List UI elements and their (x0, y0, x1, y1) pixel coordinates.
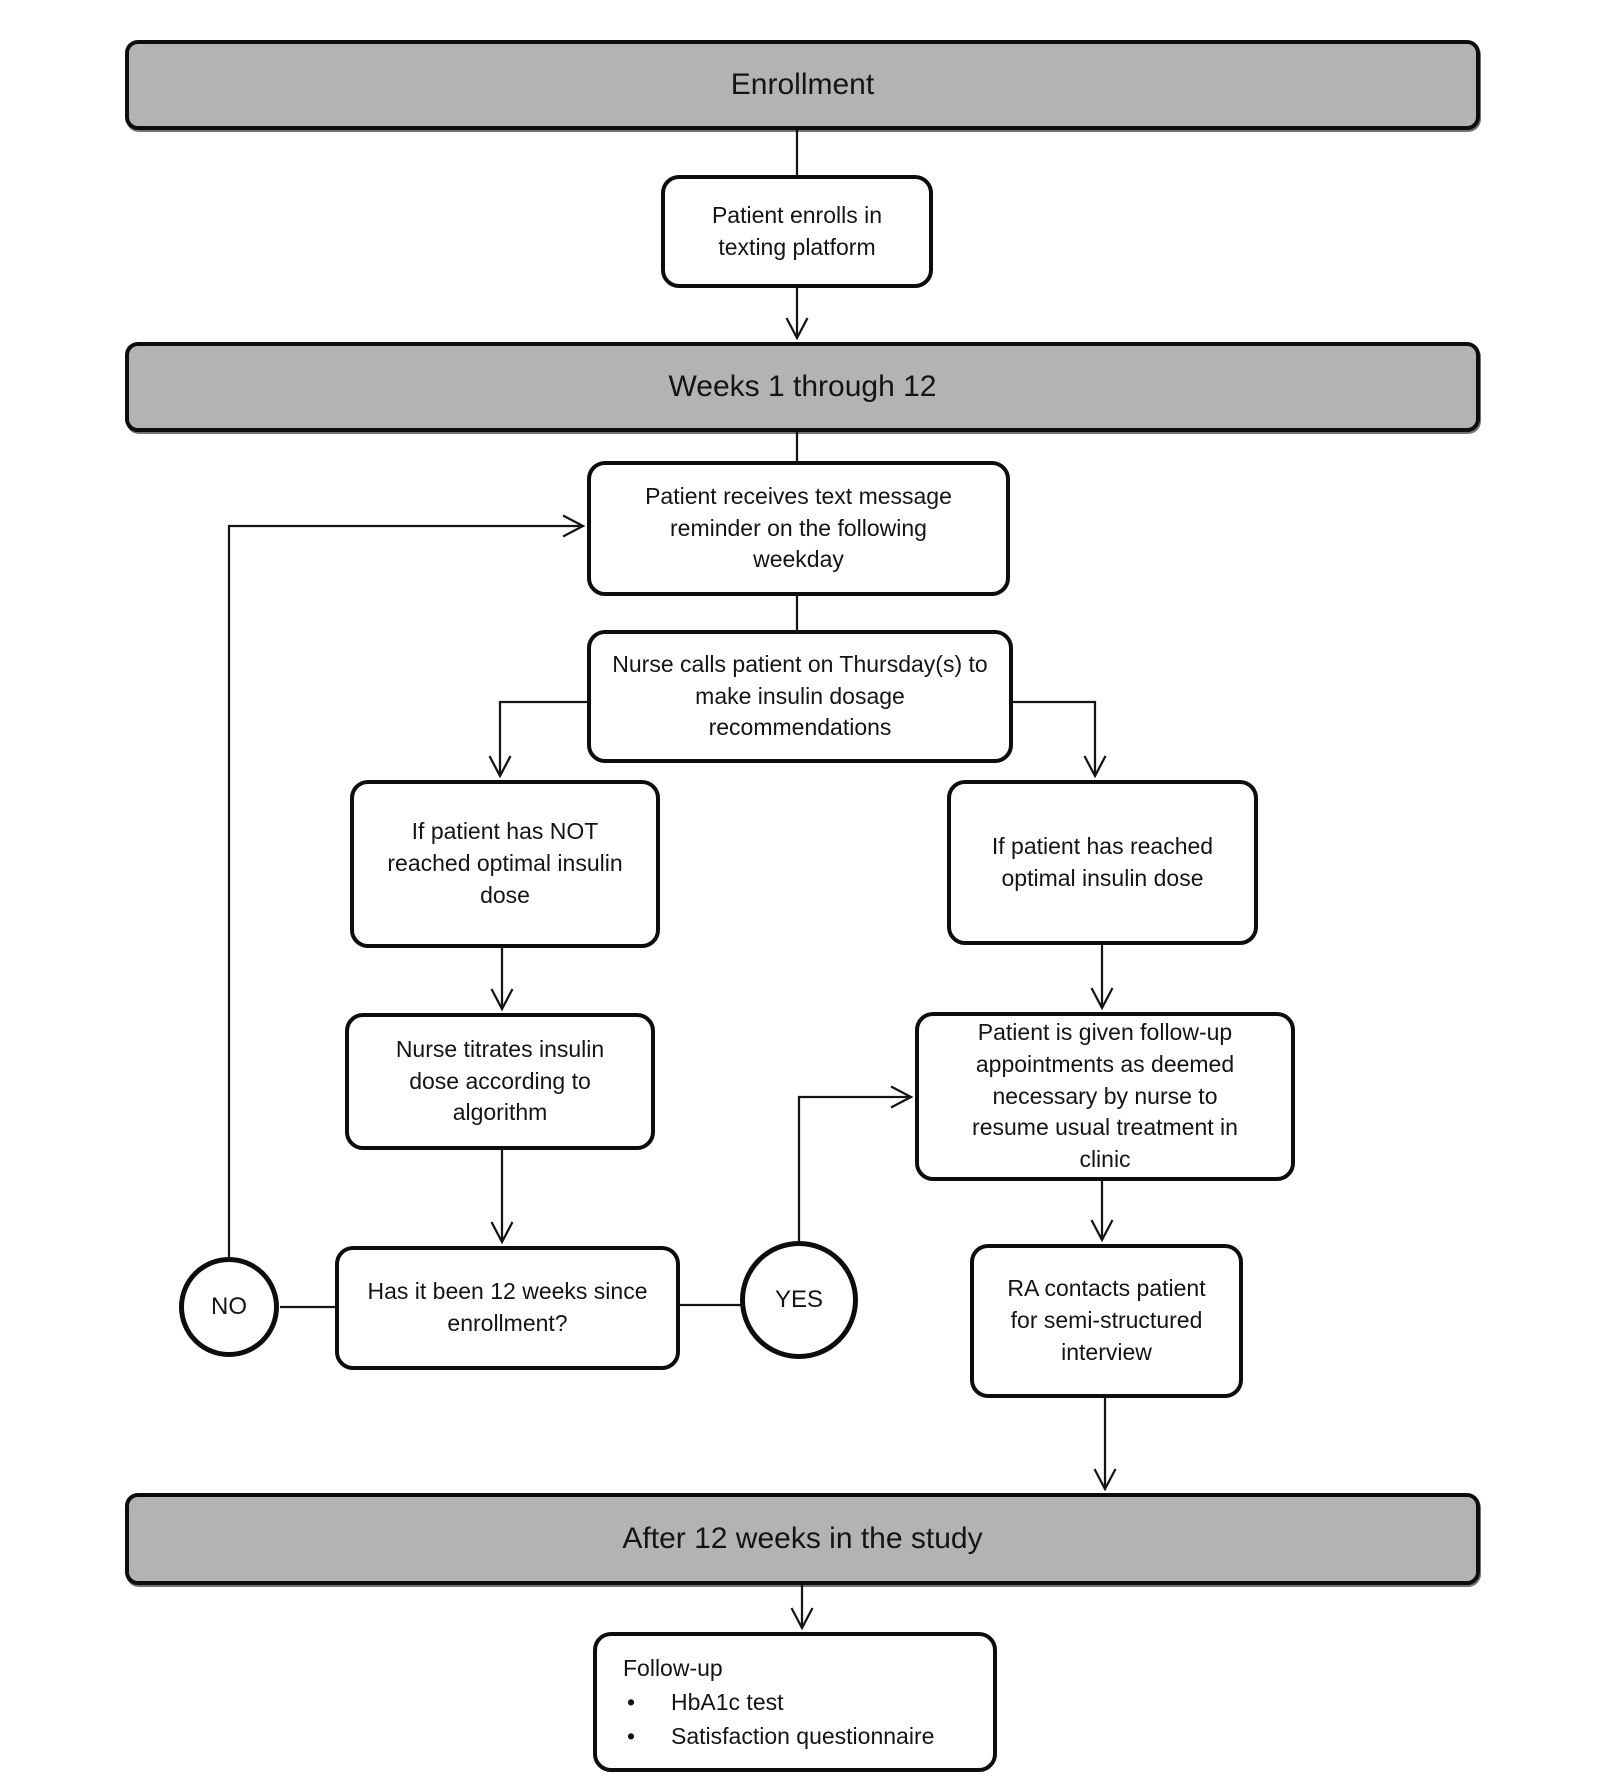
node-not-reached-optimal-dose: If patient has NOT reached optimal insul… (350, 780, 660, 948)
node-twelve-weeks-question: Has it been 12 weeks since enrollment? (335, 1246, 680, 1370)
decision-yes-circle: YES (740, 1241, 858, 1359)
followup-item-hba1c: • HbA1c test (623, 1687, 975, 1718)
connector-nurse-calls-to-reached (1013, 700, 1107, 779)
connector-yes-to-followup-appointments (797, 1085, 914, 1241)
followup-item-label: Satisfaction questionnaire (671, 1722, 935, 1749)
followup-item-satisfaction: • Satisfaction questionnaire (623, 1721, 975, 1752)
bullet-icon: • (627, 1722, 636, 1749)
followup-title: Follow-up (623, 1654, 723, 1681)
node-nurse-calls: Nurse calls patient on Thursday(s) to ma… (587, 630, 1013, 763)
node-followup-checklist: Follow-up • HbA1c test • Satisfaction qu… (593, 1632, 997, 1772)
node-reached-optimal-dose: If patient has reached optimal insulin d… (947, 780, 1258, 945)
node-ra-interview: RA contacts patient for semi-structured … (970, 1244, 1243, 1398)
connector-nurse-calls-to-not-optimal (488, 700, 587, 779)
banner-enrollment: Enrollment (125, 40, 1480, 130)
node-nurse-titrates: Nurse titrates insulin dose according to… (345, 1013, 655, 1150)
banner-after-12-weeks: After 12 weeks in the study (125, 1493, 1480, 1585)
node-followup-appointments: Patient is given follow-up appointments … (915, 1012, 1295, 1181)
bullet-icon: • (627, 1688, 636, 1715)
followup-item-label: HbA1c test (671, 1688, 784, 1715)
decision-no-circle: NO (179, 1257, 279, 1357)
node-patient-enrolls: Patient enrolls in texting platform (661, 175, 933, 288)
node-text-message-reminder: Patient receives text message reminder o… (587, 461, 1010, 596)
banner-weeks-1-through-12: Weeks 1 through 12 (125, 342, 1480, 432)
